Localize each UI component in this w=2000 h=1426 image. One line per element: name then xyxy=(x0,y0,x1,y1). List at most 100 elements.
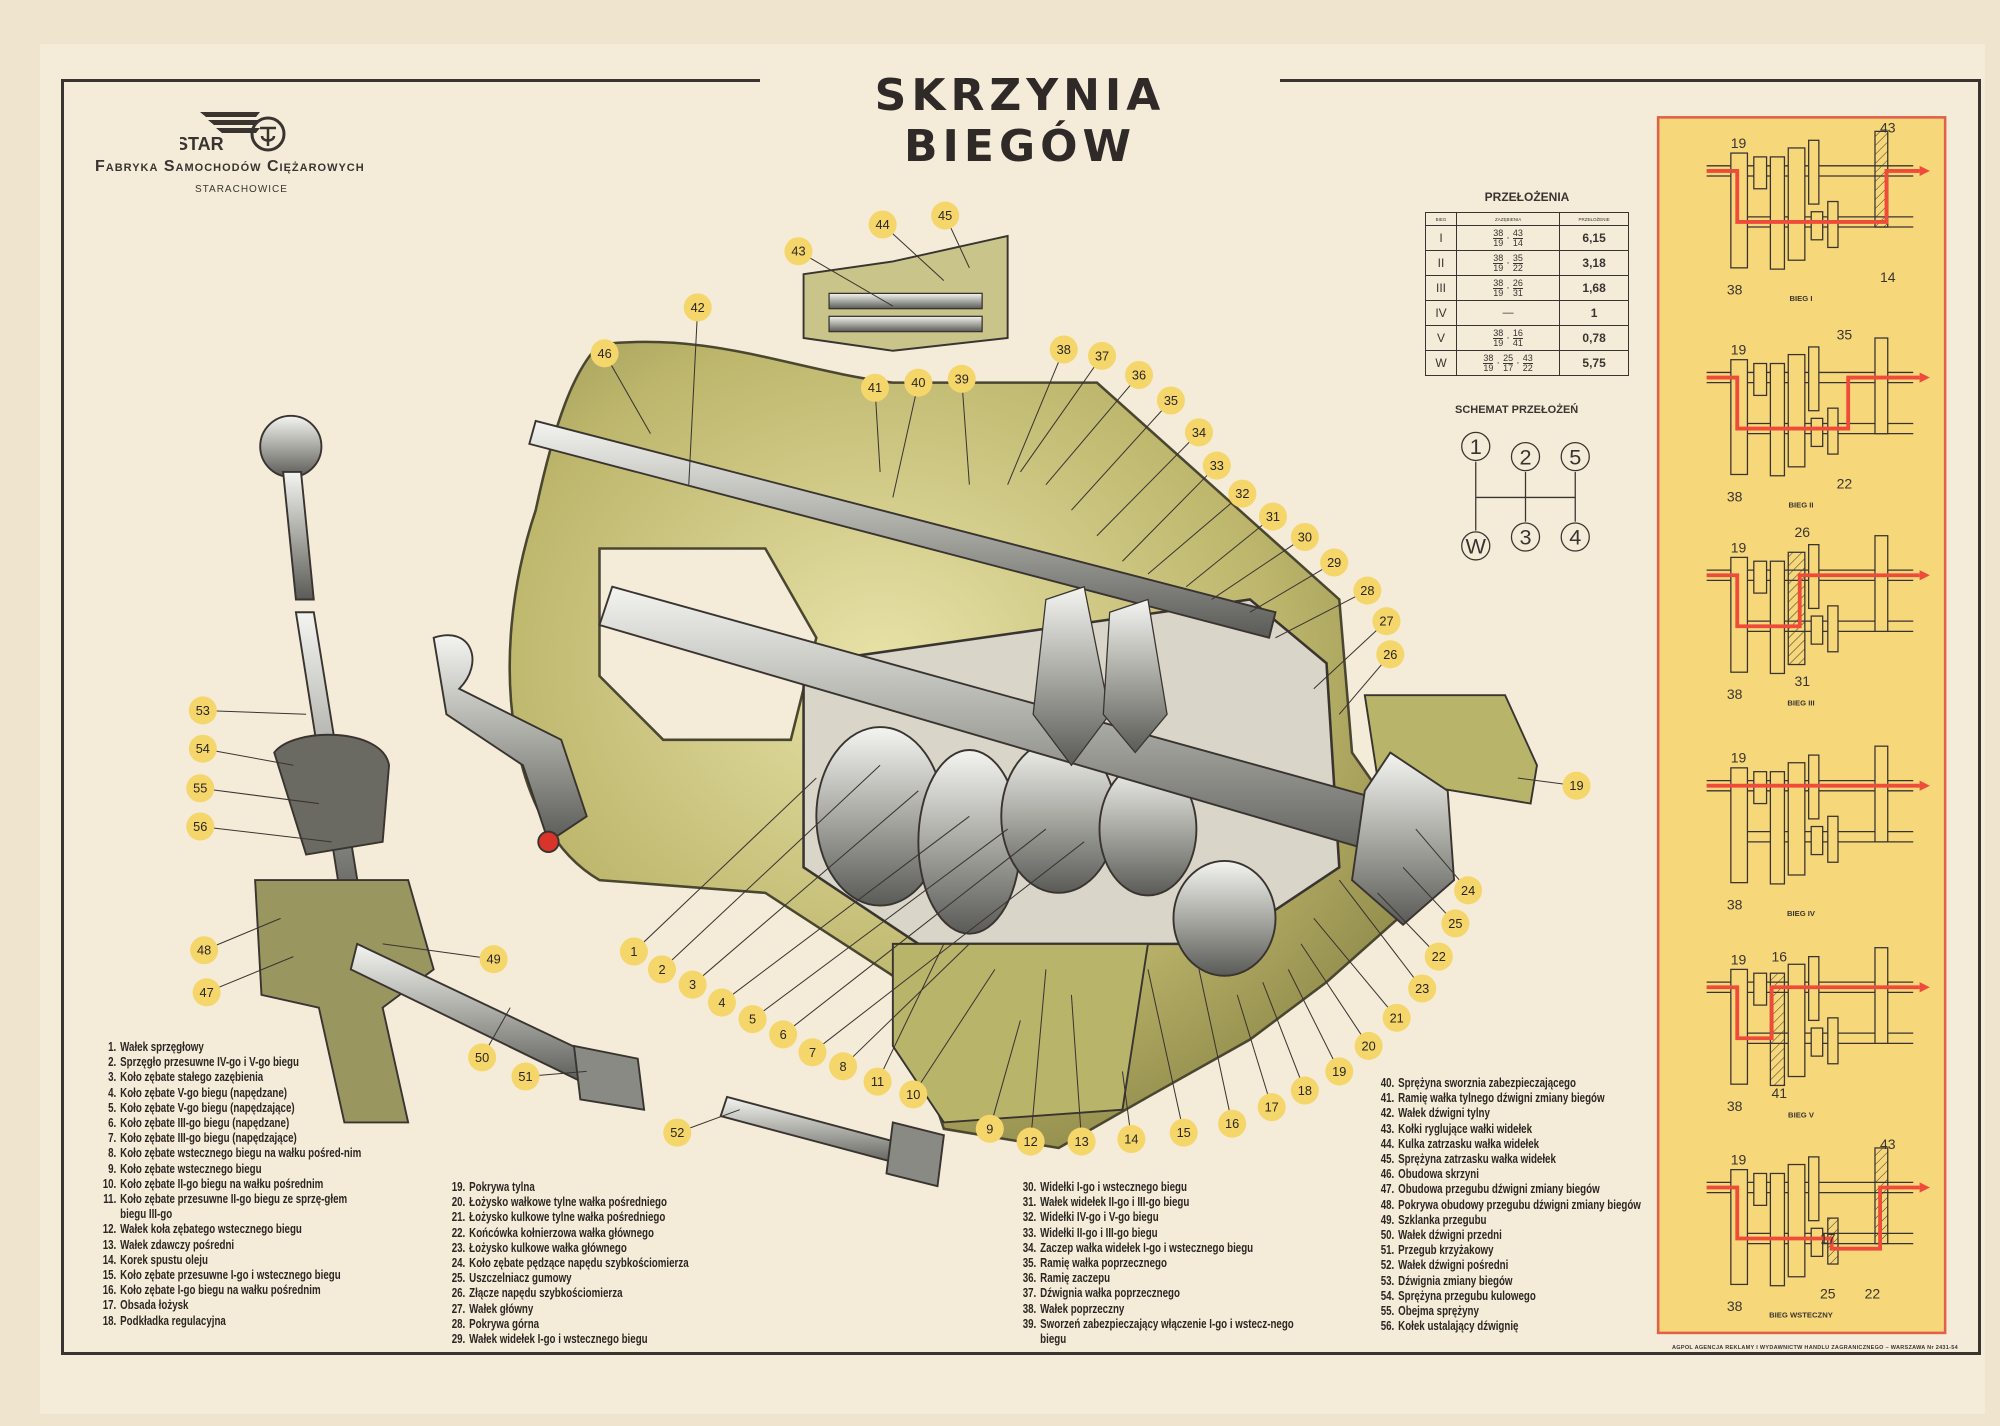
gear-cell: III xyxy=(1425,275,1457,301)
callout-circle xyxy=(1184,418,1214,447)
callout-number: 14 xyxy=(1124,1131,1138,1146)
legend-number: 34. xyxy=(1022,1240,1037,1255)
legend-number: 30. xyxy=(1022,1180,1037,1194)
leader-line xyxy=(604,353,651,434)
callout-circle xyxy=(860,373,890,402)
legend-item: 16.Koło zębate I-go biegu na wałku pośre… xyxy=(96,1283,369,1298)
callout-number: 4 xyxy=(718,995,725,1010)
callout-20: 20 xyxy=(1300,943,1383,1060)
multiply-dot: · xyxy=(1496,356,1501,369)
callout-number: 8 xyxy=(840,1059,847,1074)
callout-circle xyxy=(1290,522,1319,552)
legend-item: 44.Kulka zatrzasku wałka widełek xyxy=(1374,1137,1643,1152)
callout-number: 45 xyxy=(938,208,952,223)
callout-circle xyxy=(1441,909,1470,938)
tooth-count: 43 xyxy=(1880,1136,1896,1152)
legend-number: 50. xyxy=(1380,1228,1395,1243)
legend-item: 55.Obejma sprężyny xyxy=(1374,1304,1643,1319)
legend-number: 5. xyxy=(108,1100,117,1115)
tooth-count: 38 xyxy=(1727,488,1743,504)
legend-item: 18.Podkładka regulacyjna xyxy=(96,1314,369,1329)
legend-number: 44. xyxy=(1380,1136,1395,1151)
legend-text: Kołki ryglujące wałki widełek xyxy=(1398,1121,1533,1136)
legend-item: 50.Wałek dźwigni przedni xyxy=(1374,1228,1643,1243)
leader-line xyxy=(892,382,919,498)
callout-circle xyxy=(647,955,677,984)
callout-number: 44 xyxy=(876,217,890,232)
multiply-dot: · xyxy=(1506,231,1510,244)
denominator: 19 xyxy=(1493,237,1504,248)
callout-circle xyxy=(1202,451,1231,480)
callout-number: 56 xyxy=(193,819,207,834)
no-mesh-dash: — xyxy=(1502,307,1514,319)
callout-circle xyxy=(190,936,219,965)
legend-text: Ramię zaczepu xyxy=(1040,1271,1111,1286)
tooth-count: 26 xyxy=(1794,524,1810,540)
legend-item: 45.Sprężyna zatrzasku wałka widełek xyxy=(1374,1152,1643,1167)
callout-3: 3 xyxy=(678,790,919,999)
callout-number: 38 xyxy=(1057,342,1071,357)
callout-number: 2 xyxy=(658,962,665,977)
legend-number: 11. xyxy=(103,1192,117,1207)
legend-text: Szklanka przegubu xyxy=(1398,1212,1487,1227)
denominator: 17 xyxy=(1503,362,1514,373)
callout-number: 27 xyxy=(1379,614,1393,629)
legend-number: 20. xyxy=(451,1195,466,1210)
callout-24: 24 xyxy=(1415,828,1483,905)
legend-text: Sprężyna zatrzasku wałka widełek xyxy=(1398,1152,1556,1167)
callout-number: 40 xyxy=(911,375,925,390)
legend-number: 48. xyxy=(1380,1197,1395,1212)
gear-block xyxy=(1787,353,1806,468)
gear-diagram-title: BIEG I xyxy=(1790,294,1813,303)
legend-number: 28. xyxy=(451,1316,466,1331)
callout-circle xyxy=(1354,1031,1383,1060)
legend-number: 24. xyxy=(451,1256,466,1271)
callout-number: 21 xyxy=(1390,1010,1404,1025)
denominator: 22 xyxy=(1522,362,1533,373)
gear-block xyxy=(1827,815,1839,863)
tooth-count: 41 xyxy=(1772,1085,1788,1101)
callout-circle xyxy=(707,988,736,1017)
denominator: 19 xyxy=(1493,287,1504,298)
callout-55: 55 xyxy=(186,774,319,805)
legend-number: 15. xyxy=(102,1268,117,1283)
shift-position-label: 4 xyxy=(1569,525,1581,550)
leader-line xyxy=(989,1020,1021,1129)
gear-block xyxy=(1769,771,1786,885)
legend-number: 13. xyxy=(102,1237,117,1252)
legend-text: Dźwignia wałka poprzecznego xyxy=(1040,1286,1180,1301)
denominator: 14 xyxy=(1512,237,1523,248)
callout-41: 41 xyxy=(860,373,890,472)
gear-diagram-title: BIEG III xyxy=(1787,698,1814,707)
legend-text: Koło zębate wstecznego biegu xyxy=(120,1161,262,1176)
callout-number: 50 xyxy=(475,1050,489,1065)
gear-block xyxy=(1730,767,1749,884)
legend-text: Wałek koła zębatego wstecznego biegu xyxy=(120,1222,302,1237)
legend-item: 1.Wałek sprzęgłowy xyxy=(96,1040,369,1055)
legend-item: 23.Łożysko kulkowe wałka głównego xyxy=(445,1241,804,1256)
callout-number: 5 xyxy=(749,1012,756,1027)
legend-number: 27. xyxy=(451,1301,466,1316)
legend-text: Sworzeń zabezpieczający włączenie I-go i… xyxy=(1040,1316,1294,1347)
callout-number: 29 xyxy=(1327,555,1341,570)
ratio-cell: 1,68 xyxy=(1559,275,1629,301)
callout-circle xyxy=(1382,1003,1411,1032)
legend-item: 38.Wałek poprzeczny xyxy=(1016,1302,1297,1317)
legend-number: 52. xyxy=(1380,1258,1395,1273)
callout-44: 44 xyxy=(868,210,945,281)
callout-23: 23 xyxy=(1338,879,1437,1003)
legend-number: 41. xyxy=(1380,1091,1395,1106)
leader-line xyxy=(1313,918,1398,1019)
gear-cell: II xyxy=(1425,250,1457,276)
legend-text: Łożysko kulkowe tylne wałka pośredniego xyxy=(469,1210,666,1225)
callout-number: 20 xyxy=(1362,1038,1376,1053)
numerator: 43 xyxy=(1522,352,1533,364)
gear-block xyxy=(1769,362,1786,477)
legend-number: 17. xyxy=(102,1298,117,1313)
legend-number: 32. xyxy=(1022,1210,1037,1225)
legend-text: Koło zębate przesuwne I-go i wstecznego … xyxy=(120,1268,341,1283)
legend-text: Wałek dźwigni pośredni xyxy=(1398,1258,1509,1273)
legend-item: 53.Dźwignia zmiany biegów xyxy=(1374,1274,1643,1289)
